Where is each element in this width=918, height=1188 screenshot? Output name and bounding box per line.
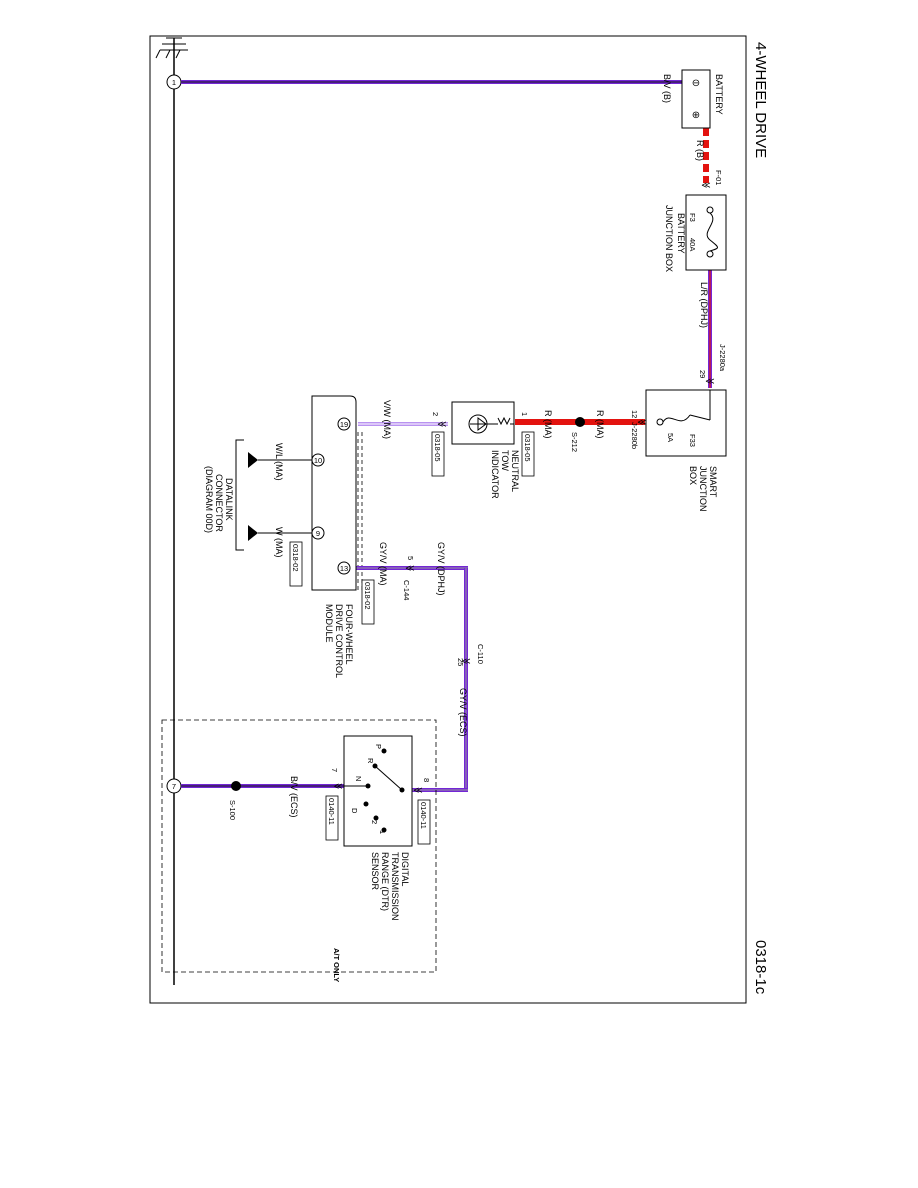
- connector-c144-pin: 5: [406, 556, 415, 560]
- svg-text:(DIAGRAM 00D): (DIAGRAM 00D): [204, 466, 214, 533]
- at-only-label: A/T ONLY: [332, 948, 341, 982]
- pin-2: 2: [431, 412, 440, 416]
- battery-pos-icon: ⊕: [692, 110, 700, 121]
- pin-12: 12: [630, 410, 639, 418]
- svg-text:BOX: BOX: [688, 466, 698, 485]
- pin-7: 7: [330, 768, 339, 772]
- svg-text:5A: 5A: [666, 433, 675, 442]
- wire-label-w: W (MA): [274, 527, 284, 558]
- ref-0318-05-b: 0318-05: [433, 434, 442, 462]
- svg-text:1: 1: [378, 830, 387, 834]
- svg-text:DIGITAL: DIGITAL: [400, 852, 410, 886]
- connector-c144-icon: ≪: [405, 563, 414, 573]
- svg-text:10: 10: [314, 456, 322, 465]
- svg-text:JUNCTION: JUNCTION: [698, 466, 708, 512]
- battery-label: BATTERY: [714, 74, 724, 115]
- svg-text:CONNECTOR: CONNECTOR: [214, 474, 224, 532]
- svg-text:SMART: SMART: [708, 466, 718, 498]
- arrow-icon: [248, 452, 258, 468]
- svg-text:40A: 40A: [688, 238, 697, 251]
- at-only-region: [161, 719, 437, 973]
- ref-0318-02-a: 0318-02: [291, 544, 300, 572]
- page-number: 0318-1c: [752, 940, 769, 995]
- page-title: 4-WHEEL DRIVE: [752, 42, 769, 158]
- wire-label-bv-ecs: B/V (ECS): [289, 776, 299, 818]
- svg-text:JUNCTION BOX: JUNCTION BOX: [664, 205, 674, 272]
- connector-j2280b-label: J-2280b: [630, 422, 639, 449]
- svg-text:SENSOR: SENSOR: [370, 852, 380, 891]
- datalink-connector: DATALINK CONNECTOR (DIAGRAM 00D): [204, 439, 262, 551]
- wire-label-bv-b: B/V (B): [662, 74, 672, 103]
- ground-7-label: 7: [172, 782, 176, 791]
- ground-1-label: 1: [172, 78, 176, 87]
- pin-8: 8: [422, 778, 431, 782]
- battery: ⊖ ⊕ BATTERY: [681, 69, 724, 129]
- wire-label-gyv-ma: GY/V (MA): [378, 542, 388, 586]
- arrow-icon-2: [248, 525, 258, 541]
- connector-c144-label: C-144: [402, 580, 411, 600]
- splice-s212-label: S-212: [570, 432, 579, 452]
- svg-text:2: 2: [370, 820, 379, 824]
- svg-text:TOW: TOW: [500, 450, 510, 471]
- connector-dtr-8-icon: ≪: [413, 785, 422, 795]
- wire-label-r-ma-1: R (MA): [595, 410, 605, 439]
- splice-s100-label: S-100: [228, 800, 237, 820]
- connector-f01-label: F-01: [714, 170, 723, 185]
- ref-0140-11-b: 0140-11: [327, 798, 336, 825]
- svg-text:TRANSMISSION: TRANSMISSION: [390, 852, 400, 921]
- svg-text:9: 9: [316, 529, 320, 538]
- svg-text:MODULE: MODULE: [324, 604, 334, 643]
- svg-text:BATTERY: BATTERY: [676, 213, 686, 254]
- ref-0140-11-a: 0140-11: [419, 802, 428, 829]
- svg-text:D: D: [350, 808, 359, 814]
- svg-text:R: R: [366, 758, 375, 764]
- fwd-control-module: 19 10 9 13 FOUR-WHEEL DRIVE CONTROL MODU…: [311, 395, 357, 678]
- pin-1: 1: [520, 412, 529, 416]
- svg-text:F33: F33: [688, 434, 697, 447]
- pin-29: 29: [698, 370, 707, 378]
- ref-0318-02-b: 0318-02: [363, 582, 372, 610]
- connector-f01-icon: ≪: [701, 180, 710, 190]
- connector-j2280b-icon: ≪: [637, 417, 646, 427]
- page-frame: [149, 35, 747, 1004]
- connector-c110-label: C-110: [476, 644, 485, 664]
- connector-c110-icon: ≪: [461, 656, 470, 666]
- connector-c110-pin: 25: [456, 658, 465, 666]
- battery-neg-icon: ⊖: [692, 78, 700, 89]
- smart-junction-box: F33 5A SMART JUNCTION BOX: [645, 389, 727, 512]
- svg-text:NEUTRAL: NEUTRAL: [510, 450, 520, 492]
- connector-dtr-7-icon: ≪: [333, 781, 342, 791]
- svg-text:FOUR-WHEEL: FOUR-WHEEL: [344, 604, 354, 665]
- neutral-tow-indicator: NEUTRAL TOW INDICATOR: [451, 401, 520, 499]
- svg-text:13: 13: [340, 564, 348, 573]
- connector-j2280a-label: J-2280a: [718, 344, 727, 372]
- splice-s100: [231, 781, 241, 791]
- svg-text:F3: F3: [688, 213, 697, 222]
- ref-0318-05-a: 0318-05: [523, 434, 532, 462]
- connector-j2280a-icon: ≪: [705, 376, 714, 386]
- dtr-sensor: P R N D 2 1 DIGITAL TRANSMISSION RANGE (…: [343, 735, 413, 921]
- svg-text:INDICATOR: INDICATOR: [490, 450, 500, 499]
- connector-icon-2: ≪: [437, 419, 446, 429]
- svg-text:DRIVE CONTROL: DRIVE CONTROL: [334, 604, 344, 678]
- wire-label-lr: L/R (DPHJ): [699, 282, 709, 328]
- svg-text:RANGE (DTR): RANGE (DTR): [380, 852, 390, 911]
- battery-junction-box: F3 40A BATTERY JUNCTION BOX: [664, 194, 727, 272]
- wire-label-r-ma-2: R (MA): [543, 410, 553, 439]
- wire-label-gyv-dphj: GY/V (DPHJ): [436, 542, 446, 596]
- wire-label-wl: W/L (MA): [274, 443, 284, 481]
- wires: [181, 80, 712, 792]
- ground-icon: [155, 37, 188, 59]
- svg-text:N: N: [354, 776, 363, 781]
- wire-label-vw: V/W (MA): [382, 400, 392, 439]
- svg-text:DATALINK: DATALINK: [224, 478, 234, 521]
- wire-label-gyv-ecs: GY/V (ECS): [458, 688, 468, 737]
- svg-text:19: 19: [340, 420, 348, 429]
- splice-s212: [575, 417, 585, 427]
- svg-text:P: P: [374, 744, 383, 749]
- wire-label-rb: R (B): [695, 140, 705, 161]
